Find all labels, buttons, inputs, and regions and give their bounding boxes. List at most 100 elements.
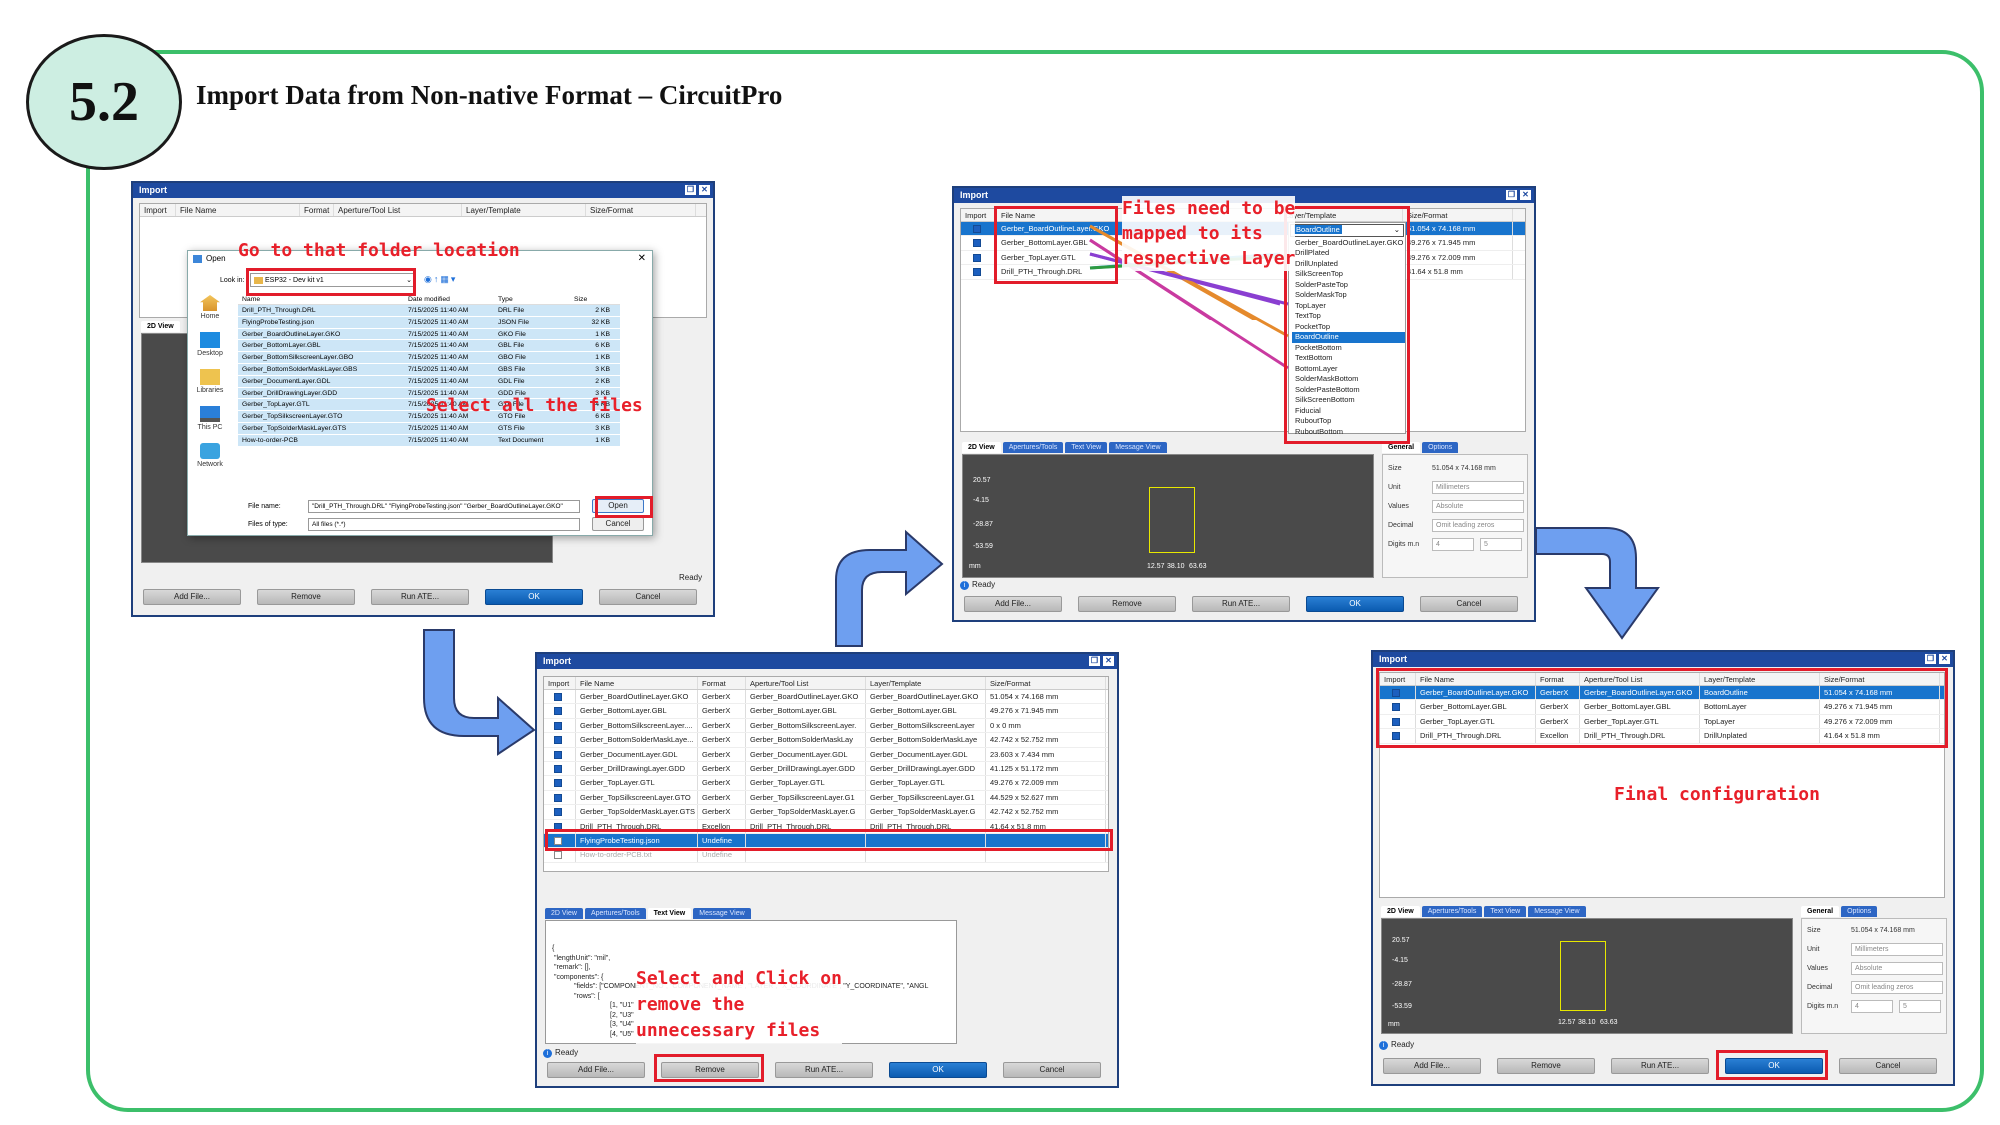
cancel-button[interactable]: Cancel xyxy=(1003,1062,1101,1078)
values-select[interactable]: Absolute xyxy=(1432,500,1524,513)
place-this-pc[interactable]: This PC xyxy=(190,406,230,431)
cancel-button[interactable]: Cancel xyxy=(1839,1058,1937,1074)
import-checkbox[interactable] xyxy=(1392,703,1400,712)
cell-format[interactable]: GerberX xyxy=(698,790,746,805)
close-icon[interactable]: ✕ xyxy=(1103,656,1114,666)
layer-option[interactable]: PocketTop xyxy=(1295,321,1331,331)
ok-button[interactable]: OK xyxy=(889,1062,987,1078)
tab-2d-view[interactable]: 2D View xyxy=(1381,906,1420,917)
cancel-button[interactable]: Cancel xyxy=(1420,596,1518,612)
digits-m-stepper[interactable]: 4 xyxy=(1432,538,1474,551)
layer-option[interactable]: DrillPlated xyxy=(1295,248,1330,257)
decimal-select[interactable]: Omit leading zeros xyxy=(1432,519,1524,532)
cell-layer[interactable]: Drill_PTH_Through.DRL xyxy=(866,819,986,833)
unit-select[interactable]: Millimeters xyxy=(1851,943,1943,956)
cell-aperture[interactable]: Drill_PTH_Through.DRL xyxy=(1580,729,1700,743)
layer-option[interactable]: Gerber_BoardOutlineLayer.GKO xyxy=(1295,237,1404,247)
remove-button[interactable]: Remove xyxy=(1078,596,1176,612)
add-file-button[interactable]: Add File... xyxy=(547,1062,645,1078)
decimal-select[interactable]: Omit leading zeros xyxy=(1851,981,1943,994)
add-file-button[interactable]: Add File... xyxy=(964,596,1062,612)
import-checkbox[interactable] xyxy=(973,239,981,248)
tab-apertures[interactable]: Apertures/Tools xyxy=(1002,442,1064,453)
layer-option[interactable]: TextBottom xyxy=(1295,353,1333,362)
cell-layer[interactable]: BoardOutline xyxy=(1700,686,1820,700)
place-libraries[interactable]: Libraries xyxy=(190,369,230,394)
cell-aperture[interactable]: Gerber_BoardOutlineLayer.GKO xyxy=(746,690,866,704)
place-home[interactable]: Home xyxy=(190,295,230,320)
cell-aperture[interactable]: Drill_PTH_Through.DRL xyxy=(746,819,866,833)
remove-button[interactable]: Remove xyxy=(1497,1058,1595,1074)
cell-layer[interactable]: Gerber_TopSolderMaskLayer.G xyxy=(866,805,986,819)
cell-format[interactable]: GerberX xyxy=(698,747,746,761)
cell-layer[interactable]: DrillUnplated xyxy=(1700,729,1820,743)
cell-format[interactable]: GerberX xyxy=(1536,714,1580,729)
place-desktop[interactable]: Desktop xyxy=(190,332,230,357)
layer-option[interactable]: SolderPasteBottom xyxy=(1295,384,1360,394)
close-icon[interactable]: ✕ xyxy=(1939,654,1950,664)
file-name-input[interactable]: "Drill_PTH_Through.DRL" "FlyingProbeTest… xyxy=(308,500,580,513)
restore-icon[interactable]: ❐ xyxy=(1925,654,1936,664)
look-in-select[interactable]: ESP32 - Dev kit v1 ⌄ xyxy=(250,273,416,287)
cell-format[interactable]: Undefine xyxy=(698,833,746,848)
layer-option[interactable]: PocketBottom xyxy=(1295,342,1342,352)
cell-format[interactable]: GerberX xyxy=(698,733,746,747)
tab-2d-view[interactable]: 2D View xyxy=(962,442,1001,453)
layer-option[interactable]: Fiducial xyxy=(1295,405,1321,415)
import-checkbox[interactable] xyxy=(554,764,562,773)
run-ate-button[interactable]: Run ATE... xyxy=(371,589,469,605)
cell-layer[interactable]: Gerber_BottomLayer.GBL xyxy=(866,704,986,718)
layer-option[interactable]: SilkScreenTop xyxy=(1295,269,1343,278)
tab-message-view[interactable]: Message View xyxy=(693,908,751,919)
layer-option[interactable]: RuboutBottom xyxy=(1295,426,1343,436)
layer-option[interactable]: TextTop xyxy=(1295,311,1321,320)
import-checkbox[interactable] xyxy=(554,779,562,788)
cell-layer[interactable] xyxy=(866,833,986,848)
import-checkbox[interactable] xyxy=(554,750,562,759)
files-of-type-select[interactable]: All files (*.*) xyxy=(308,518,580,531)
open-button[interactable]: Open xyxy=(592,499,644,513)
import-checkbox[interactable] xyxy=(554,793,562,802)
cell-aperture[interactable]: Gerber_DocumentLayer.GDL xyxy=(746,747,866,761)
import-checkbox[interactable] xyxy=(1392,689,1400,697)
tab-general[interactable]: General xyxy=(1801,906,1840,917)
import-checkbox[interactable] xyxy=(554,836,562,845)
place-network[interactable]: Network xyxy=(190,443,230,468)
digits-n-stepper[interactable]: 5 xyxy=(1480,538,1522,551)
cell-layer[interactable]: Gerber_BottomSolderMaskLaye xyxy=(866,733,986,747)
cell-format[interactable]: GerberX xyxy=(698,776,746,790)
close-icon[interactable]: ✕ xyxy=(699,185,710,195)
import-checkbox[interactable] xyxy=(973,268,981,277)
cell-aperture[interactable]: Gerber_DrillDrawingLayer.GDD xyxy=(746,761,866,776)
restore-icon[interactable]: ❐ xyxy=(1089,656,1100,666)
cell-aperture[interactable]: Gerber_TopSolderMaskLayer.G xyxy=(746,805,866,819)
import-checkbox[interactable] xyxy=(554,721,562,730)
unit-select[interactable]: Millimeters xyxy=(1432,481,1524,494)
tab-text-view[interactable]: Text View xyxy=(1065,442,1108,453)
cell-aperture[interactable]: Gerber_BottomLayer.GBL xyxy=(746,704,866,718)
remove-button[interactable]: Remove xyxy=(661,1062,759,1078)
tab-message-view[interactable]: Message View xyxy=(1528,906,1586,917)
tab-options[interactable]: Options xyxy=(1422,442,1459,453)
tab-general[interactable]: General xyxy=(1382,442,1421,453)
tab-apertures[interactable]: Apertures/Tools xyxy=(584,908,646,919)
cell-layer[interactable]: Gerber_TopSilkscreenLayer.G1 xyxy=(866,790,986,805)
run-ate-button[interactable]: Run ATE... xyxy=(1611,1058,1709,1074)
dialog-cancel-button[interactable]: Cancel xyxy=(592,517,644,531)
tab-text-view[interactable]: Text View xyxy=(1484,906,1527,917)
cell-format[interactable]: GerberX xyxy=(1536,686,1580,700)
run-ate-button[interactable]: Run ATE... xyxy=(1192,596,1290,612)
